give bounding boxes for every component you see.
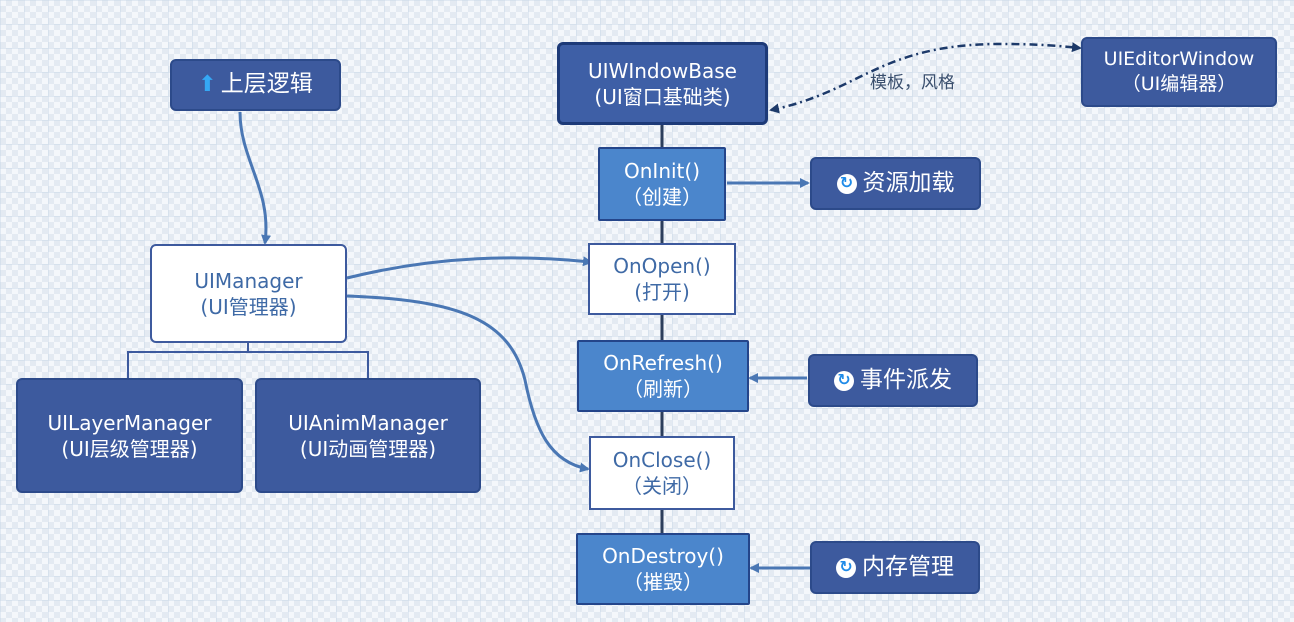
editor-window-subtitle: （UI编辑器）: [1121, 73, 1237, 95]
manager-tree-connector: [127, 343, 369, 380]
editor-annotation: 模板，风格: [870, 73, 955, 93]
on-refresh-title: OnRefresh(): [603, 351, 723, 375]
editor-window-title: UIEditorWindow: [1103, 48, 1255, 71]
on-close-title: OnClose(): [612, 448, 712, 472]
refresh-icon: ↻: [836, 557, 856, 578]
arrow-up-icon: ⬆: [198, 71, 217, 97]
on-open-title: OnOpen(): [613, 254, 711, 278]
anim-manager-subtitle: (UI动画管理器): [299, 436, 437, 461]
on-open-subtitle: (打开): [634, 280, 690, 304]
layer-manager-subtitle: (UI层级管理器): [61, 436, 198, 461]
on-destroy-subtitle: （摧毁）: [623, 570, 703, 594]
anim-manager-title: UIAnimManager: [288, 410, 448, 435]
upper-logic-label: 上层逻辑: [220, 71, 313, 98]
arrow-base-editor: [769, 42, 1082, 114]
on-init-subtitle: （创建）: [622, 185, 702, 209]
arrow-manager-to-open: [346, 256, 593, 280]
ui-manager-box: UIManager (UI管理器): [150, 244, 347, 343]
ui-layer-manager-box: UILayerManager (UI层级管理器): [16, 378, 243, 493]
on-init-box: OnInit() （创建）: [598, 147, 726, 221]
event-dispatch-label: 事件派发: [860, 366, 952, 393]
layer-manager-title: UILayerManager: [47, 410, 212, 435]
event-dispatch-box: ↻ 事件派发: [808, 354, 978, 407]
on-refresh-subtitle: （刷新）: [623, 377, 703, 401]
refresh-icon: ↻: [834, 370, 854, 391]
on-close-subtitle: （关闭）: [622, 474, 702, 498]
arrow-manager-to-close: [346, 294, 590, 473]
ui-editor-window-box: UIEditorWindow （UI编辑器）: [1081, 37, 1277, 107]
resource-load-box: ↻ 资源加载: [810, 157, 981, 210]
memory-manage-label: 内存管理: [862, 553, 954, 580]
on-close-box: OnClose() （关闭）: [589, 436, 735, 510]
ui-manager-subtitle: (UI管理器): [200, 294, 297, 319]
on-refresh-box: OnRefresh() （刷新）: [577, 340, 749, 412]
ui-manager-title: UIManager: [194, 268, 303, 293]
on-open-box: OnOpen() (打开): [588, 243, 736, 315]
ui-anim-manager-box: UIAnimManager (UI动画管理器): [255, 378, 481, 493]
memory-manage-box: ↻ 内存管理: [810, 541, 980, 594]
on-destroy-box: OnDestroy() （摧毁）: [576, 533, 750, 605]
on-destroy-title: OnDestroy(): [602, 544, 724, 568]
ui-window-base-box: UIWIndowBase (UI窗口基础类): [557, 42, 768, 125]
window-base-subtitle: (UI窗口基础类): [594, 84, 731, 109]
resource-load-label: 资源加载: [862, 169, 955, 196]
window-base-title: UIWIndowBase: [588, 58, 737, 83]
refresh-icon: ↻: [836, 173, 857, 194]
on-init-title: OnInit(): [624, 159, 700, 183]
arrow-upper-to-manager: [238, 111, 271, 245]
upper-logic-box: ⬆ 上层逻辑: [170, 59, 341, 111]
